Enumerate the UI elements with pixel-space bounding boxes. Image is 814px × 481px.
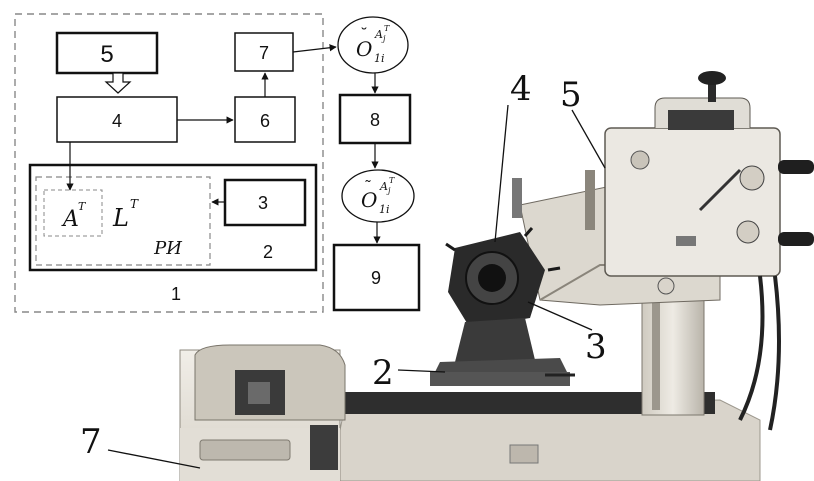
label-box-3: 3 (258, 193, 268, 213)
label-ri: РИ (153, 238, 182, 259)
group-1-dashed-frame (15, 14, 323, 312)
leader-5 (572, 110, 605, 168)
ellipse-bottom-sub: 1i (379, 203, 390, 216)
symbol-l-sup: T (130, 197, 139, 211)
label-box-8: 8 (370, 110, 380, 130)
ellipse-top-sup-sup: T (384, 24, 390, 33)
callout-4: 4 (510, 69, 532, 109)
photograph (108, 71, 814, 481)
ellipse-bottom-base: O (361, 188, 377, 212)
ellipse-top-sup: A (374, 28, 383, 41)
ellipse-bottom-sup-sup: T (389, 176, 395, 185)
hollow-arrow-5-4 (106, 73, 130, 93)
label-box-9: 9 (371, 268, 381, 288)
callout-7: 7 (80, 422, 102, 462)
callout-2: 2 (372, 353, 394, 393)
label-box-6: 6 (260, 111, 270, 131)
label-box-4: 4 (112, 111, 122, 131)
control-box (605, 71, 814, 430)
callout-5: 5 (560, 75, 582, 115)
label-box-5: 5 (100, 41, 113, 68)
label-group-1: 1 (171, 284, 181, 304)
left-housing (180, 345, 345, 481)
ellipse-top (338, 17, 408, 73)
symbol-a-sup: T (78, 200, 87, 213)
callout-3: 3 (585, 327, 607, 367)
label-box-2: 2 (263, 242, 273, 262)
arrow-7-ellipse (293, 47, 336, 52)
ellipse-bottom-sup: A (379, 180, 388, 193)
leader-4 (495, 105, 508, 242)
cabinet-plate (510, 445, 538, 463)
label-box-7: 7 (259, 43, 269, 63)
ellipse-top-base: O (356, 37, 372, 61)
symbol-l: L (112, 204, 129, 232)
leader-3 (528, 302, 592, 330)
symbol-a: A (61, 207, 79, 232)
ellipse-top-sub: 1i (374, 52, 385, 65)
ellipse-bottom (342, 170, 414, 222)
vertical-column (642, 285, 704, 415)
